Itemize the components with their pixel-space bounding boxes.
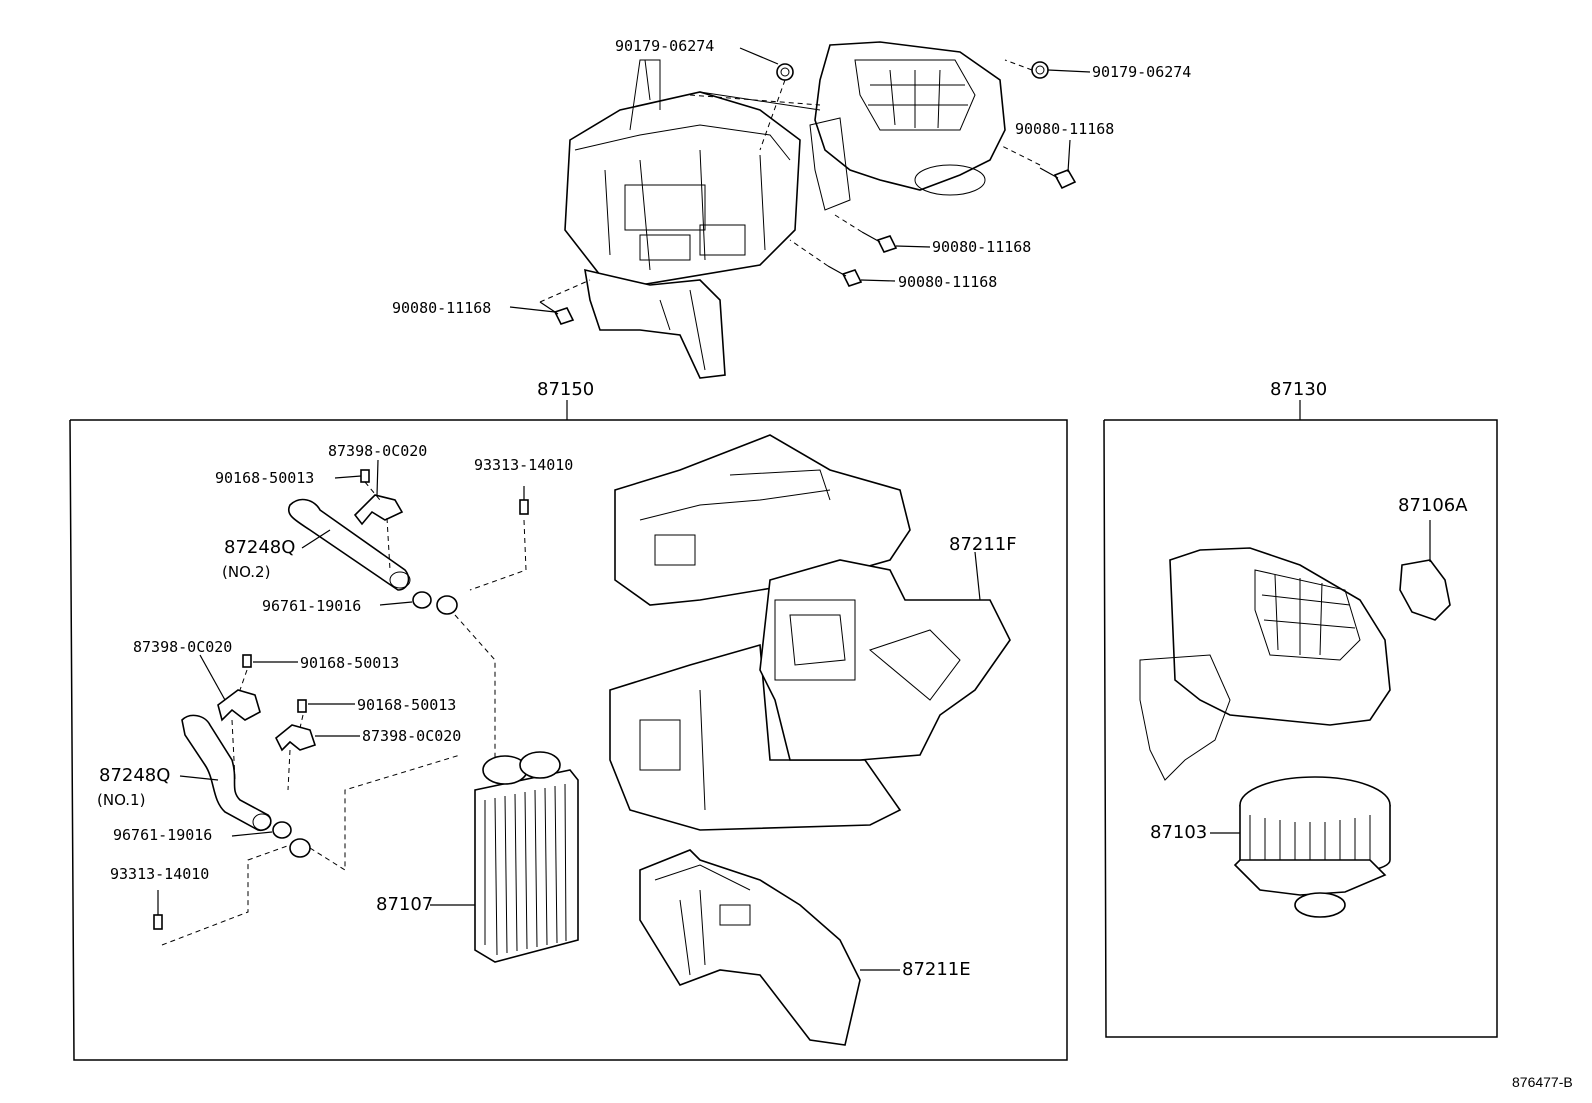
bolt-icon bbox=[519, 499, 529, 515]
oring-icon bbox=[412, 591, 432, 609]
hose-no2 bbox=[288, 498, 411, 591]
blower-case bbox=[1139, 547, 1391, 781]
label-screw-mid-1: 90168-50013 bbox=[300, 654, 400, 672]
clamp-mid bbox=[199, 654, 298, 781]
label-bolt-bottom: 93313-14010 bbox=[110, 865, 210, 883]
bolt-top bbox=[469, 486, 529, 591]
label-clamp-mid-2: 87398-0C020 bbox=[362, 727, 462, 745]
label-core: 87107 bbox=[376, 894, 434, 915]
label-motor: 87103 bbox=[1150, 822, 1208, 843]
drawing-reference: 876477-B bbox=[1512, 1074, 1573, 1090]
label-screw-mid-2: 90168-50013 bbox=[357, 696, 457, 714]
label-screw-mid-2: 90080-11168 bbox=[898, 273, 998, 291]
label-nut-left: 90179-06274 bbox=[615, 37, 715, 55]
oring-bottom bbox=[231, 754, 461, 871]
label-screw-left: 90080-11168 bbox=[392, 299, 492, 317]
oring-icon bbox=[272, 821, 292, 839]
label-bolt-top: 93313-14010 bbox=[474, 456, 574, 474]
heater-core bbox=[430, 751, 579, 963]
hose-clip-icon bbox=[436, 595, 458, 615]
label-clamp-top: 87398-0C020 bbox=[328, 442, 428, 460]
label-nut-right: 90179-06274 bbox=[1092, 63, 1192, 81]
screw-icon bbox=[360, 469, 370, 483]
label-hose-no1: 87248Q bbox=[99, 765, 171, 786]
label-screw-top: 90168-50013 bbox=[215, 469, 315, 487]
group-87150-frame bbox=[69, 419, 1068, 1061]
nut-icon bbox=[1031, 61, 1049, 79]
label-screw-mid-1: 90080-11168 bbox=[932, 238, 1032, 256]
hose-no1 bbox=[179, 714, 272, 832]
hose-clip-icon bbox=[289, 838, 311, 858]
label-hose-no2: 87248Q bbox=[224, 537, 296, 558]
label-case-upper: 87211F bbox=[949, 534, 1017, 555]
label-hose-no2-sub: (NO.2) bbox=[222, 563, 271, 581]
blower-resistor bbox=[1399, 520, 1451, 621]
nut-icon bbox=[776, 63, 794, 81]
heater-unit-assembly bbox=[564, 41, 1006, 379]
label-case-lower: 87211E bbox=[902, 959, 971, 980]
label-screw-right-upper: 90080-11168 bbox=[1015, 120, 1115, 138]
label-oring-bottom: 96761-19016 bbox=[113, 826, 213, 844]
group-title-87130: 87130 bbox=[1270, 379, 1328, 400]
oring-top bbox=[379, 591, 496, 760]
screw-icon bbox=[297, 699, 307, 713]
blower-motor bbox=[1210, 776, 1391, 918]
label-hose-no1-sub: (NO.1) bbox=[97, 791, 146, 809]
label-clamp-mid: 87398-0C020 bbox=[133, 638, 233, 656]
case-lower bbox=[639, 849, 900, 1046]
case-upper bbox=[609, 434, 1011, 831]
group-title-87150: 87150 bbox=[537, 379, 595, 400]
clamp-top bbox=[334, 459, 404, 571]
label-resistor: 87106A bbox=[1398, 495, 1468, 516]
bolt-icon bbox=[153, 914, 163, 930]
label-oring-top: 96761-19016 bbox=[262, 597, 362, 615]
bolt-bottom bbox=[153, 844, 291, 946]
group-87130-frame bbox=[1103, 419, 1498, 1038]
clamp-mid-2 bbox=[274, 699, 360, 791]
top-fasteners bbox=[509, 47, 1091, 325]
screw-icon bbox=[242, 654, 252, 668]
